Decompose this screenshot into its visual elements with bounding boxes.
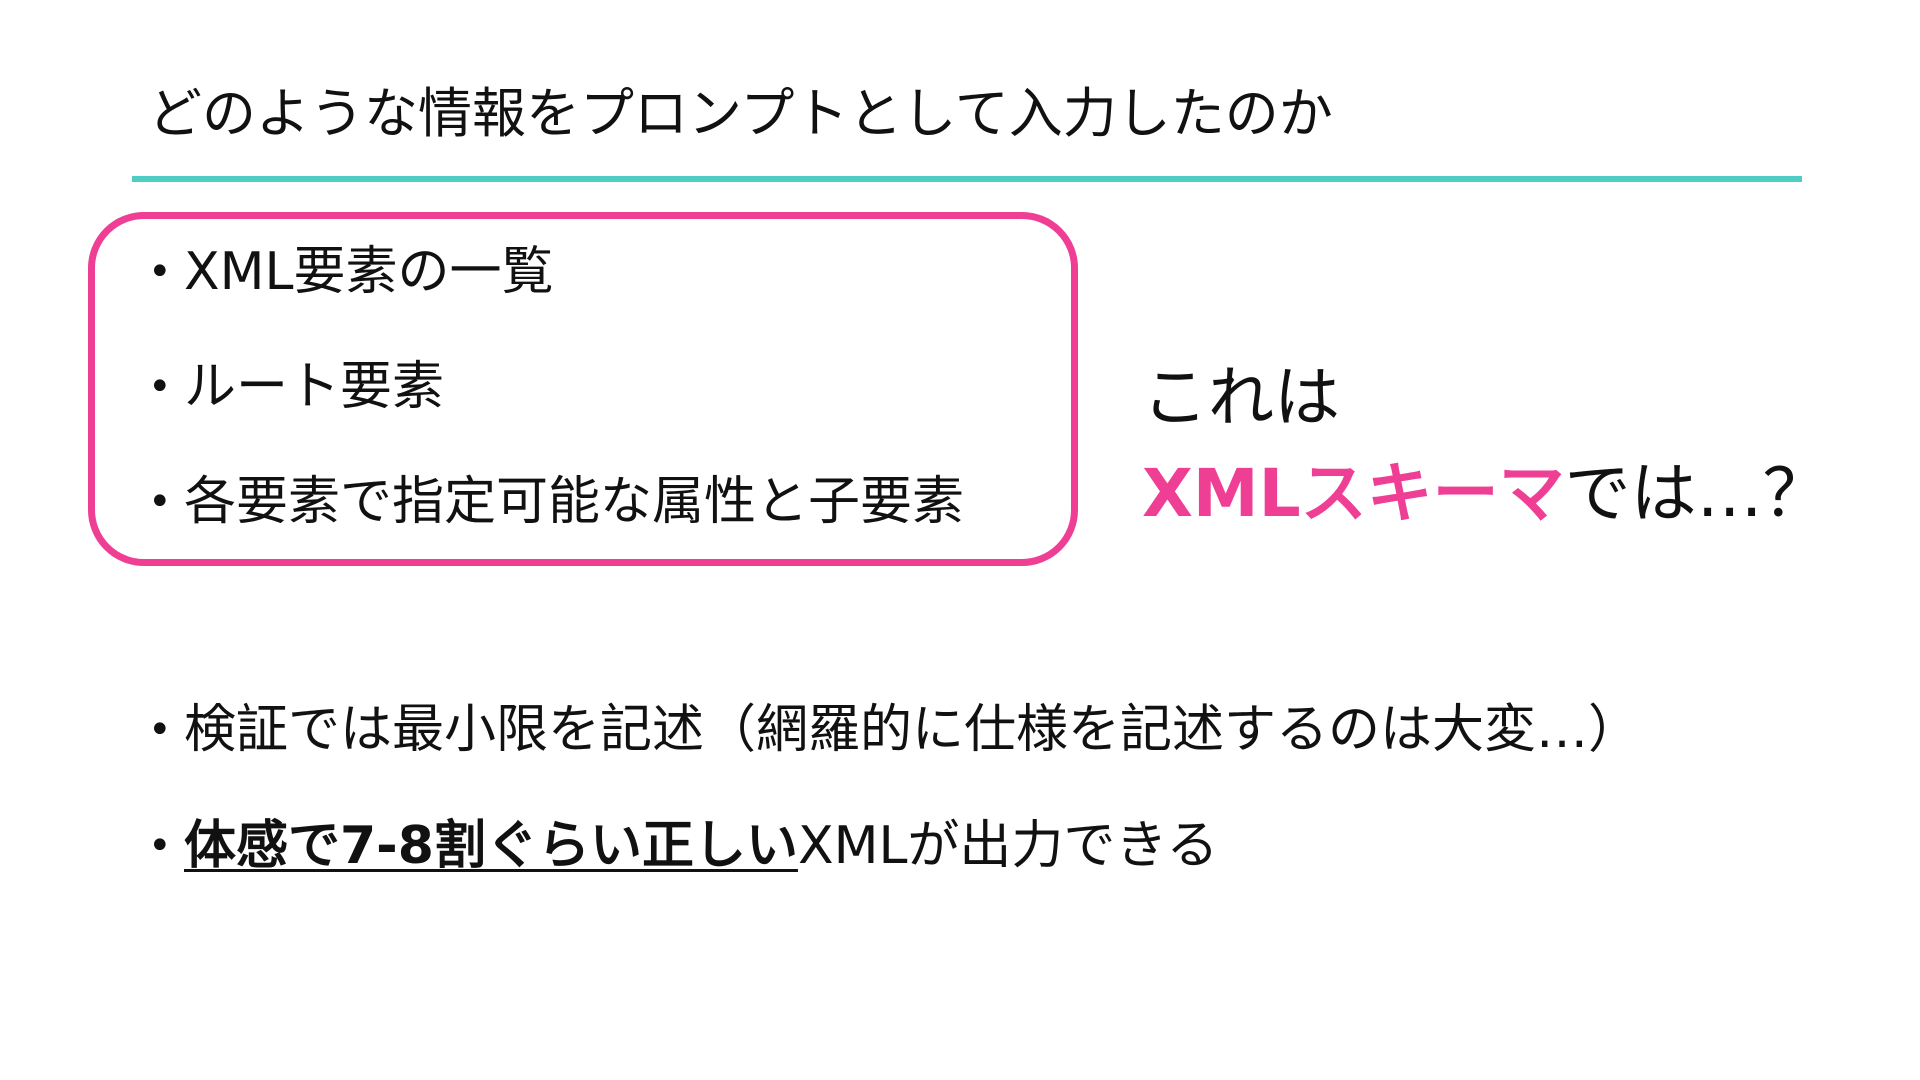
- findings-list: • 検証では最小限を記述（網羅的に仕様を記述するのは大変…） • 体感で7-8割…: [148, 695, 1640, 881]
- callout-accent-text: XMLスキーマ: [1142, 455, 1565, 532]
- bullet-icon: •: [148, 823, 172, 869]
- list-item-text: XMLが出力できる: [797, 816, 1219, 876]
- slide-title: どのような情報をプロンプトとして入力したのか: [148, 82, 1333, 145]
- prompt-inputs-list: • XML要素の一覧 • ルート要素 • 各要素で指定可能な属性と子要素: [148, 237, 964, 537]
- callout-line-1: これは: [1142, 359, 1340, 436]
- bullet-icon: •: [148, 479, 172, 525]
- xml-schema-callout: これは XMLスキーマでは…？: [1142, 350, 1829, 542]
- list-item-text: ルート要素: [184, 357, 445, 417]
- list-item: • 検証では最小限を記述（網羅的に仕様を記述するのは大変…）: [148, 695, 1640, 765]
- list-item-text: XML要素の一覧: [184, 242, 554, 302]
- prompt-inputs-highlight-box: [88, 212, 1078, 566]
- callout-suffix-text: では…？: [1564, 455, 1829, 532]
- list-item: • XML要素の一覧: [148, 237, 964, 307]
- emphasis-text: 体感で7-8割ぐらい正しい: [184, 816, 798, 876]
- list-item: • 各要素で指定可能な属性と子要素: [148, 467, 964, 537]
- list-item: • ルート要素: [148, 352, 964, 422]
- list-item-text: 各要素で指定可能な属性と子要素: [184, 472, 965, 532]
- title-underline-rule: [132, 176, 1802, 182]
- bullet-icon: •: [148, 249, 172, 295]
- list-item: • 体感で7-8割ぐらい正しいXMLが出力できる: [148, 811, 1640, 881]
- callout-line-2: XMLスキーマでは…？: [1142, 446, 1829, 542]
- list-item-text: 検証では最小限を記述（網羅的に仕様を記述するのは大変…）: [184, 700, 1641, 760]
- bullet-icon: •: [148, 707, 172, 753]
- bullet-icon: •: [148, 364, 172, 410]
